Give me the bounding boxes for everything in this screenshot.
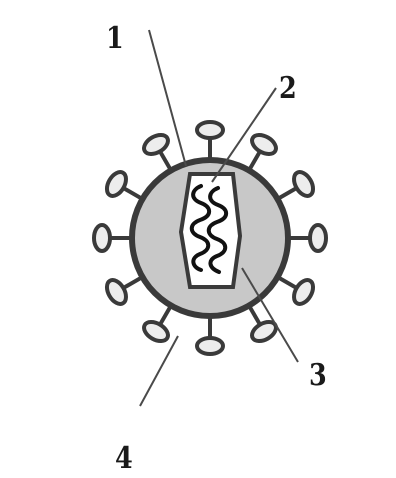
spike-head <box>197 122 223 138</box>
spike-head <box>290 277 317 308</box>
pointer-line-4 <box>140 336 178 406</box>
spike-head <box>94 225 110 251</box>
spike-head <box>141 131 172 158</box>
spike-head <box>197 338 223 354</box>
spike-head <box>310 225 326 251</box>
spike-head <box>103 169 130 200</box>
label-envelope: 1 <box>106 24 124 54</box>
spike-head <box>103 277 130 308</box>
spike-head <box>290 169 317 200</box>
label-nucleic-acid: 3 <box>309 361 327 391</box>
label-capsid: 2 <box>279 74 297 104</box>
spike-head <box>249 131 280 158</box>
spike-head <box>141 318 172 345</box>
label-spike: 4 <box>115 444 133 474</box>
